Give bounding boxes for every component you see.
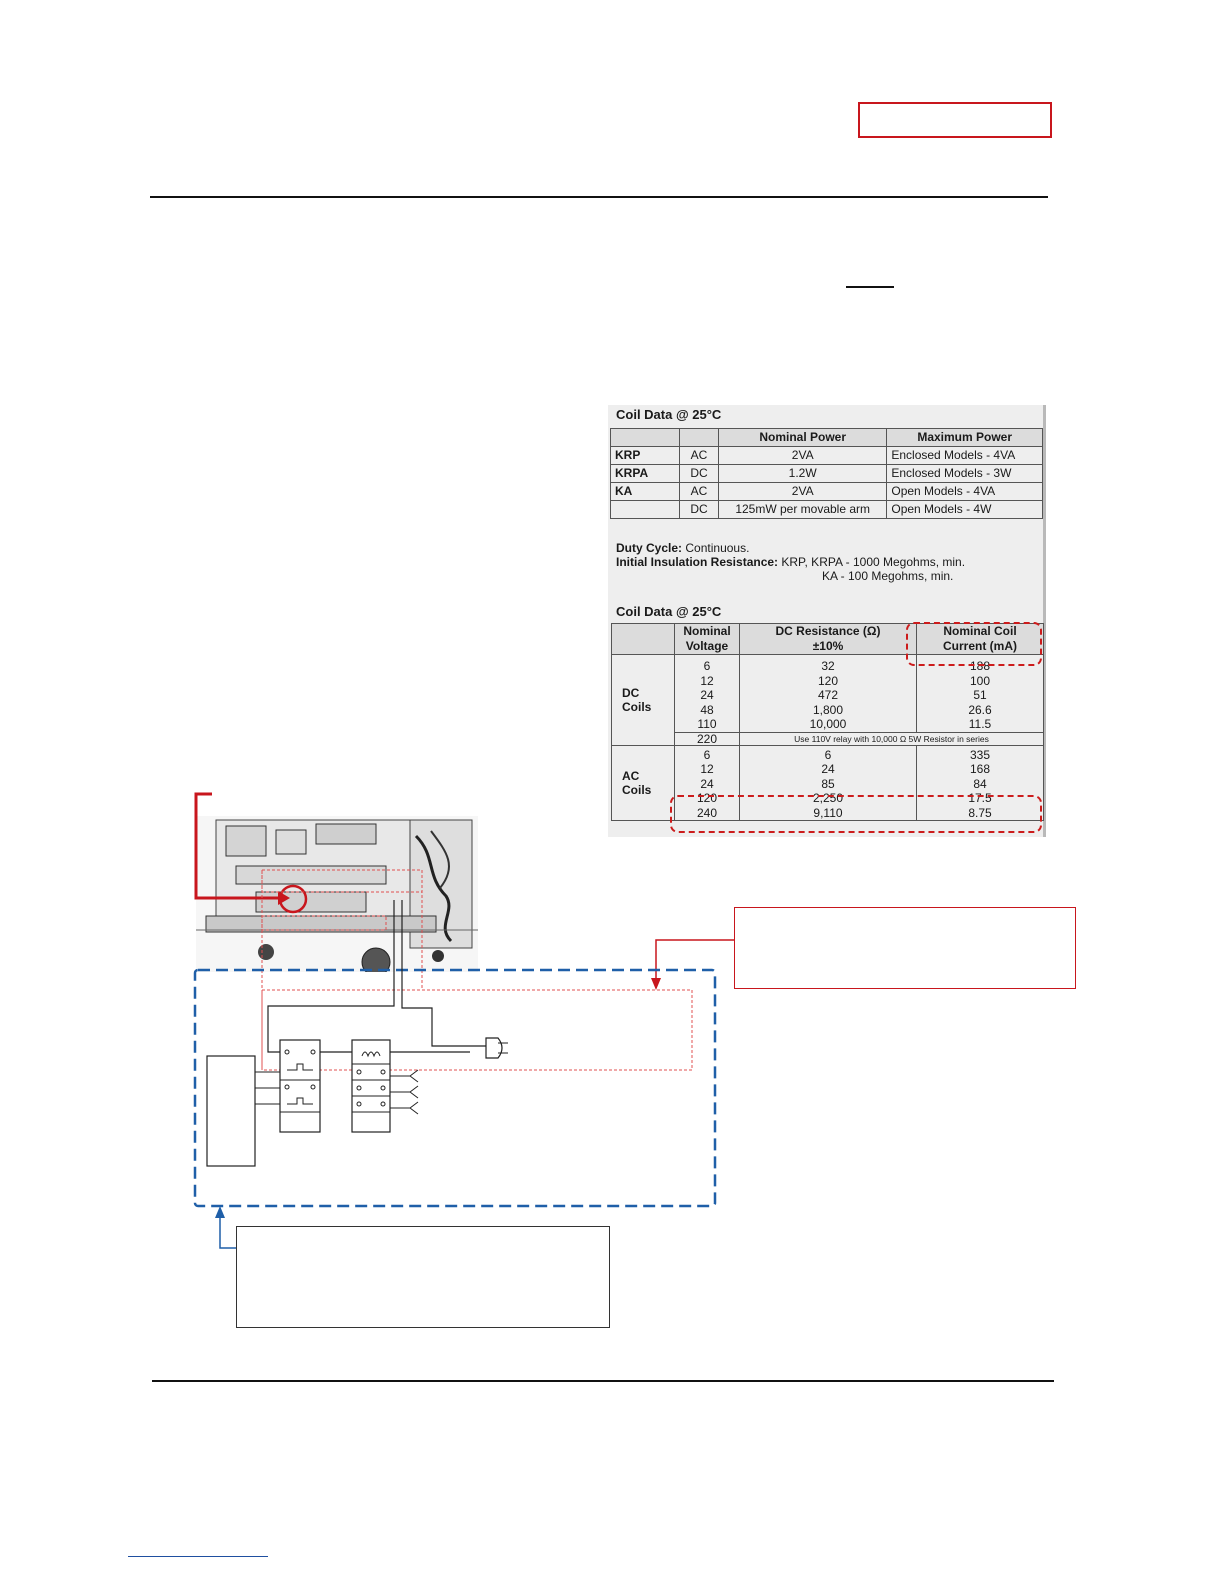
dc-coils-label: DC Coils — [611, 654, 675, 746]
relay-1 — [279, 1039, 321, 1133]
blank-header — [611, 623, 675, 655]
nominal-cell: 1.2W — [717, 464, 888, 483]
max-cell: Enclosed Models - 4VA — [886, 446, 1043, 465]
current-header-highlight — [906, 622, 1042, 666]
blue-dashed-region — [193, 968, 717, 1208]
nominal-power-header: Nominal Power — [717, 428, 888, 447]
ac-voltages: 6 12 24 120 240 — [674, 744, 740, 821]
footer-link-underline[interactable] — [128, 1556, 268, 1557]
max-cell: Open Models - 4W — [886, 500, 1043, 519]
header-label-box — [858, 102, 1052, 138]
max-cell: Open Models - 4VA — [886, 482, 1043, 501]
ac-coils-row: AC Coils 6 12 24 120 240 6 24 85 2,250 9… — [611, 744, 1044, 821]
blue-callout-arrowhead — [215, 1206, 225, 1218]
blank-header — [610, 428, 680, 447]
max-cell: Enclosed Models - 3W — [886, 464, 1043, 483]
red-callout-box — [734, 907, 1076, 989]
ac-resistances: 6 24 85 2,250 9,110 — [739, 744, 917, 821]
dc-resistance-header: DC Resistance (Ω) ±10% — [739, 623, 917, 655]
relay-2-outputs — [390, 1069, 419, 1115]
photo-highlight-2 — [261, 915, 387, 931]
table-row: KA AC 2VA Open Models - 4VA — [610, 482, 1043, 501]
model-cell: KRP — [610, 446, 680, 465]
blue-callout-line — [219, 1216, 236, 1249]
insulation-label: Initial Insulation Resistance: — [616, 555, 779, 569]
coil-power-table: Nominal Power Maximum Power KRP AC 2VA E… — [610, 428, 1043, 519]
ac-currents: 335 168 84 17.5 8.75 — [916, 744, 1044, 821]
header-line: Nominal — [683, 624, 731, 638]
footer-rule — [152, 1380, 1054, 1382]
power-wire — [401, 900, 492, 1047]
nominal-voltage-header: Nominal Voltage — [674, 623, 740, 655]
nominal-cell: 125mW per movable arm — [717, 500, 888, 519]
dc-coils-row: DC Coils 6 12 24 48 110 32 120 472 1,800… — [611, 654, 1044, 746]
nominal-current-header: Nominal Coil Current (mA) — [916, 623, 1044, 655]
red-dotted-box — [261, 989, 693, 1071]
dc-220-row: 220 Use 110V relay with 10,000 Ω 5W Resi… — [612, 731, 1044, 746]
coil-datasheet-scan: Coil Data @ 25°C Nominal Power Maximum P… — [608, 405, 1046, 837]
scan-edge — [1043, 405, 1046, 837]
control-board-drawing — [196, 816, 478, 972]
coil-table-2-title: Coil Data @ 25°C — [616, 604, 722, 619]
red-callout-arrow — [194, 792, 278, 900]
coil-data-table: Nominal Voltage DC Resistance (Ω) ±10% N… — [611, 623, 1044, 821]
insulation-value: KRP, KRPA - 1000 Megohms, min. — [781, 555, 966, 569]
type-cell: AC — [679, 446, 719, 465]
coil-table-1-title: Coil Data @ 25°C — [616, 407, 722, 422]
header-line: Current (mA) — [943, 639, 1017, 653]
blue-callout-box — [236, 1226, 610, 1328]
header-rule — [150, 196, 1048, 198]
type-cell: DC — [679, 464, 719, 483]
insulation-value-ka: KA - 100 Megohms, min. — [822, 569, 954, 583]
header-line: Voltage — [685, 639, 729, 653]
header-line: DC Resistance (Ω) — [775, 624, 881, 638]
power-plug-icon — [485, 1037, 503, 1059]
header-line: Nominal Coil — [943, 624, 1017, 638]
type-cell: DC — [679, 500, 719, 519]
insulation-line: Initial Insulation Resistance: KRP, KRPA… — [616, 555, 965, 569]
table-row: DC 125mW per movable arm Open Models - 4… — [610, 500, 1043, 519]
signal-wire — [267, 900, 395, 1053]
load-panel — [206, 1055, 256, 1167]
duty-cycle-line: Duty Cycle: Continuous. — [616, 541, 749, 555]
red-callout-arrowhead — [651, 978, 661, 990]
relay-2-contacts — [352, 1051, 390, 1113]
header-line: ±10% — [812, 639, 844, 653]
dc-voltages: 6 12 24 48 110 — [674, 654, 740, 733]
model-cell: KA — [610, 482, 680, 501]
dc-220-note: Use 110V relay with 10,000 Ω 5W Resistor… — [739, 731, 1044, 746]
underline-mark — [846, 286, 894, 288]
dc-currents: 188 100 51 26.6 11.5 — [916, 654, 1044, 733]
relay-1-contacts — [280, 1049, 320, 1113]
dc-220-voltage: 220 — [674, 731, 740, 746]
maximum-power-header: Maximum Power — [886, 428, 1043, 447]
table-row: KRP AC 2VA Enclosed Models - 4VA — [610, 446, 1043, 465]
duty-value: Continuous. — [685, 541, 750, 555]
ac-coils-label: AC Coils — [611, 744, 675, 821]
model-cell: KRPA — [610, 464, 680, 483]
ac-120-240-highlight — [670, 795, 1042, 833]
red-callout-line — [655, 939, 734, 980]
control-board-photo — [196, 816, 478, 972]
connector-highlight-circle — [278, 884, 308, 914]
table-row: KRPA DC 1.2W Enclosed Models - 3W — [610, 464, 1043, 483]
duty-label: Duty Cycle: — [616, 541, 683, 555]
